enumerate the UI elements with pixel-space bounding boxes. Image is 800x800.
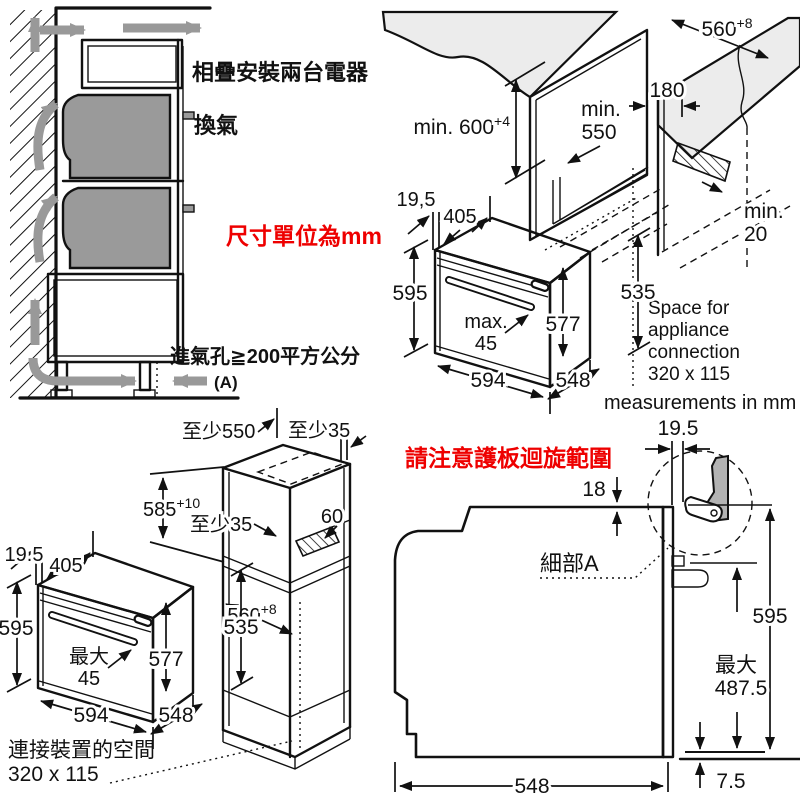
vent-width-dim: 60 [321, 506, 343, 528]
connection-note: Space for appliance connection 320 x 115 [648, 298, 740, 385]
top-overlap-dim: 18 [582, 478, 605, 501]
door-max-dim-line2: 45 [475, 333, 497, 355]
oven-bottom-dimensions: 19.5 405 595 535 最大 45 577 594 548 [0, 531, 262, 749]
niche-width-dim: 560+8 [701, 15, 752, 41]
door-max-dim-line2: 45 [78, 668, 100, 690]
min-gap-top-dim: 至少35 [288, 419, 350, 442]
rear-clearance-dim-line2: 20 [744, 223, 767, 246]
warning-note-red: 請注意護板迴旋範圍 [405, 445, 612, 471]
door-max-dim-line1: max. [464, 311, 507, 333]
wall-and-floor-lines [18, 6, 240, 400]
body-depth-dim: 548 [158, 704, 193, 727]
connection-leader-dotted [109, 740, 293, 784]
left-counter-top [381, 10, 619, 99]
body-height-dim: 577 [545, 313, 580, 336]
detail-circle [647, 450, 753, 556]
niche-depth-dim-line2: 550 [581, 121, 616, 144]
detail-label: 細部A [540, 551, 599, 576]
stacking-title: 相疊安裝兩台電器 [192, 60, 369, 85]
plinth [222, 727, 351, 770]
front-height-dim: 595 [0, 617, 34, 640]
connection-space-hatch [672, 141, 731, 183]
oven-isometric-bottom: 19.5 405 595 535 最大 45 577 594 548 連接裝置的… [0, 531, 293, 786]
oven-door-profile [661, 505, 675, 759]
hinge-gap-dim: 19.5 [658, 417, 699, 440]
stacking-ventilation-diagram: 相疊安裝兩台電器 換氣 尺寸單位為mm 進氣孔≧200平方公分 (A) [10, 6, 382, 400]
niche-height-dim: 585+10 [143, 495, 200, 521]
connection-note-line1: 連接裝置的空間 [8, 739, 155, 762]
air-inlet-marker: (A) [214, 373, 238, 392]
niche-dimensions: 560+8 180 min. 600+4 min. 550 min. 20 [410, 12, 786, 249]
tall-cabinet-side-view [46, 38, 195, 398]
front-width-dim: 594 [470, 369, 505, 392]
units-note-en: measurements in mm [604, 392, 796, 414]
built-in-oven [435, 218, 590, 387]
airflow-arrows [28, 16, 207, 388]
door-swing-dim-line1: 最大 [715, 654, 757, 677]
niche-isometric-diagram: 560+8 180 min. 600+4 min. 550 min. 20 Sp… [381, 10, 800, 414]
connection-note-line2: 320 x 115 [8, 763, 99, 786]
top-depth-dim: 405 [49, 555, 82, 577]
side-height-dim: 535 [223, 616, 258, 639]
upper-appliance-knob [182, 111, 195, 120]
body-depth-dim: 548 [555, 369, 590, 392]
lower-appliance [61, 186, 172, 270]
hinge-bracket [671, 569, 709, 588]
body-height-dim: 577 [148, 648, 183, 671]
top-depth-dim: 405 [443, 206, 476, 228]
min-depth-dim: 至少550 [182, 420, 255, 443]
front-gap-dim: 19.5 [5, 544, 44, 566]
niche-floor [222, 689, 351, 718]
oven-top-dimensions: 19,5 405 595 535 max. 45 577 594 548 [389, 186, 659, 414]
detail-leader-dotted [540, 547, 669, 579]
side-gap-dim: 180 [649, 79, 684, 102]
depth-dim: 548 [514, 775, 549, 798]
height-dim: 595 [752, 605, 787, 628]
built-in-oven [38, 553, 193, 722]
front-gap-dim: 19,5 [397, 189, 436, 211]
bottom-gap-dim: 7.5 [716, 770, 745, 793]
front-width-dim: 594 [73, 704, 108, 727]
niche-opening [528, 28, 649, 242]
svg-text:320 x 115: 320 x 115 [648, 364, 730, 385]
svg-text:appliance: appliance [648, 320, 729, 341]
niche-height-dim: min. 600+4 [413, 113, 510, 139]
rear-clearance-dim-line1: min. [744, 200, 784, 223]
air-inlet-note: 進氣孔≧200平方公分 [170, 344, 360, 368]
oven-body-profile [393, 505, 665, 759]
niche-depth-dim-line1: min. [581, 98, 621, 121]
shelf [222, 555, 351, 594]
lower-appliance-knob [182, 204, 195, 213]
side-profile-diagram: 19.5 請注意護板迴旋範圍 18 細部A 595 最大 487.5 7.5 5… [393, 414, 800, 800]
front-height-dim: 595 [392, 282, 427, 305]
svg-text:connection: connection [648, 342, 740, 363]
side-height-dim: 535 [620, 281, 655, 304]
units-note-red: 尺寸單位為mm [226, 223, 382, 249]
door-swing-dim-line2: 487.5 [715, 677, 768, 700]
svg-text:Space for: Space for [648, 298, 730, 319]
min-gap-shelf-dim: 至少35 [190, 513, 252, 536]
counter-tear-line [737, 44, 748, 129]
oven-isometric-top: 19,5 405 595 535 max. 45 577 594 548 [389, 166, 668, 414]
ventilation-label: 換氣 [194, 113, 238, 138]
upper-appliance [61, 93, 172, 180]
door-max-dim-line1: 最大 [69, 645, 109, 668]
